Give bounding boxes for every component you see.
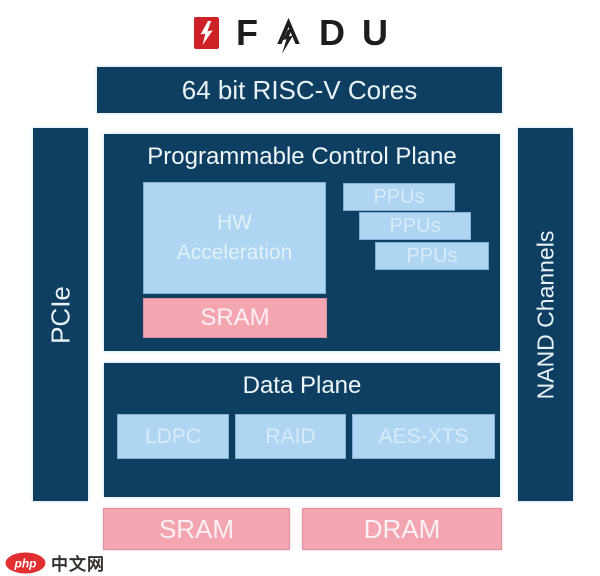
control-plane-sram-label: SRAM xyxy=(200,304,270,331)
watermark-text: 中文网 xyxy=(51,555,105,574)
ldpc-block: LDPC xyxy=(117,414,229,459)
ppu-block-1: PPUs xyxy=(343,183,455,211)
php-badge-text: php xyxy=(14,556,37,570)
control-plane-title: Programmable Control Plane xyxy=(147,143,457,170)
php-badge-icon: php xyxy=(5,552,46,573)
sram-memory-block: SRAM xyxy=(103,508,290,550)
nand-channels-label: NAND Channels xyxy=(532,230,558,399)
riscv-cores-bar: 64 bit RISC-V Cores xyxy=(97,67,502,113)
riscv-cores-label: 64 bit RISC-V Cores xyxy=(181,74,418,105)
control-plane-sram-block: SRAM xyxy=(143,298,327,338)
hw-acceleration-block: HW Acceleration xyxy=(143,182,326,294)
aes-xts-label: AES-XTS xyxy=(378,424,469,448)
fadu-logo: F D U xyxy=(194,15,388,55)
ldpc-label: LDPC xyxy=(144,424,202,448)
logo-letter-f: F xyxy=(236,12,258,53)
ppu-label-2: PPUs xyxy=(389,214,441,237)
raid-block: RAID xyxy=(235,414,346,459)
aes-xts-block: AES-XTS xyxy=(352,414,495,459)
ppu-label-3: PPUs xyxy=(406,244,458,267)
fadu-bolt-badge-icon xyxy=(194,17,219,49)
hw-acceleration-label: HW Acceleration xyxy=(176,210,293,264)
data-plane: Data Plane LDPC RAID AES-XTS xyxy=(104,363,500,497)
dram-memory-block: DRAM xyxy=(302,508,502,550)
sram-memory-label: SRAM xyxy=(158,513,235,544)
control-plane: Programmable Control Plane HW Accelerati… xyxy=(104,134,500,351)
ppu-label-1: PPUs xyxy=(373,185,425,208)
data-plane-title: Data Plane xyxy=(242,372,362,399)
watermark: php 中文网 xyxy=(5,550,105,575)
ppu-block-3: PPUs xyxy=(375,242,489,270)
dram-memory-label: DRAM xyxy=(363,513,441,544)
pcie-label: PCIe xyxy=(45,285,75,344)
lightning-a-icon xyxy=(277,17,300,54)
nand-channels-bar: NAND Channels xyxy=(518,128,573,501)
logo-letter-d: D xyxy=(319,12,345,53)
ppu-block-2: PPUs xyxy=(359,212,471,240)
raid-label: RAID xyxy=(265,424,316,448)
logo-letter-u: U xyxy=(362,12,388,53)
pcie-bar: PCIe xyxy=(33,128,88,501)
